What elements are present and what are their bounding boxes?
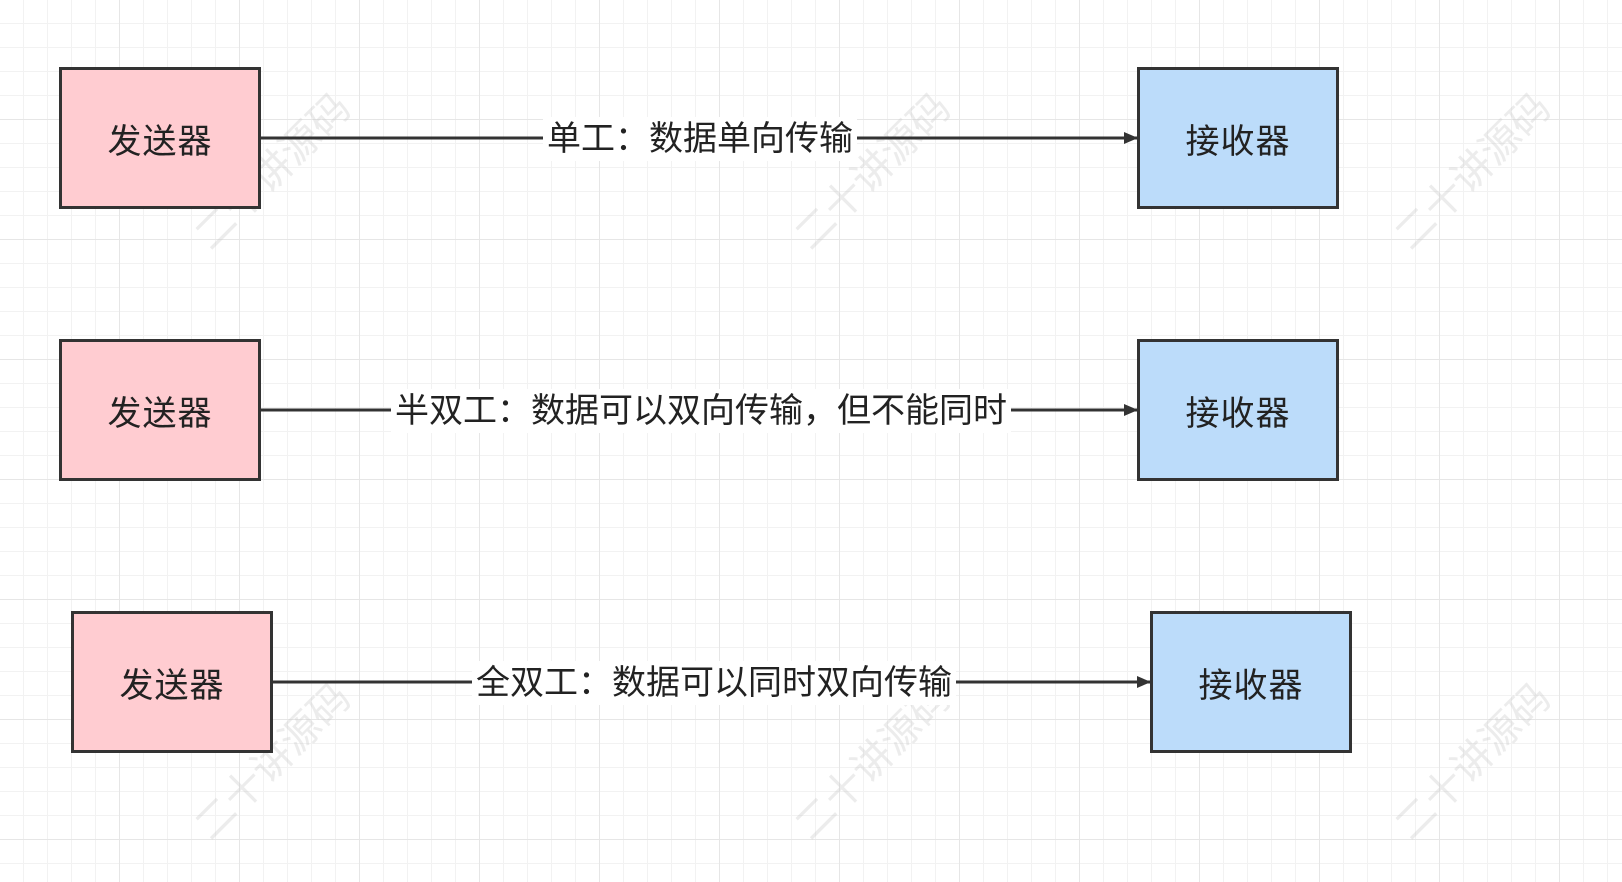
receiver-label: 接收器 <box>1185 121 1291 162</box>
half-duplex-label: 半双工：数据可以双向传输，但不能同时 <box>391 389 1011 433</box>
receiver-box-full-duplex[interactable]: 接收器 <box>1150 611 1352 753</box>
full-duplex-label: 全双工：数据可以同时双向传输 <box>472 661 956 705</box>
receiver-box-half-duplex[interactable]: 接收器 <box>1137 339 1339 481</box>
receiver-label: 接收器 <box>1185 393 1291 434</box>
receiver-box-simplex[interactable]: 接收器 <box>1137 67 1339 209</box>
simplex-label: 单工：数据单向传输 <box>543 117 857 161</box>
sender-box-simplex[interactable]: 发送器 <box>59 67 261 209</box>
sender-label: 发送器 <box>107 393 213 434</box>
receiver-label: 接收器 <box>1198 665 1304 706</box>
sender-box-full-duplex[interactable]: 发送器 <box>71 611 273 753</box>
sender-box-half-duplex[interactable]: 发送器 <box>59 339 261 481</box>
sender-label: 发送器 <box>119 665 225 706</box>
sender-label: 发送器 <box>107 121 213 162</box>
